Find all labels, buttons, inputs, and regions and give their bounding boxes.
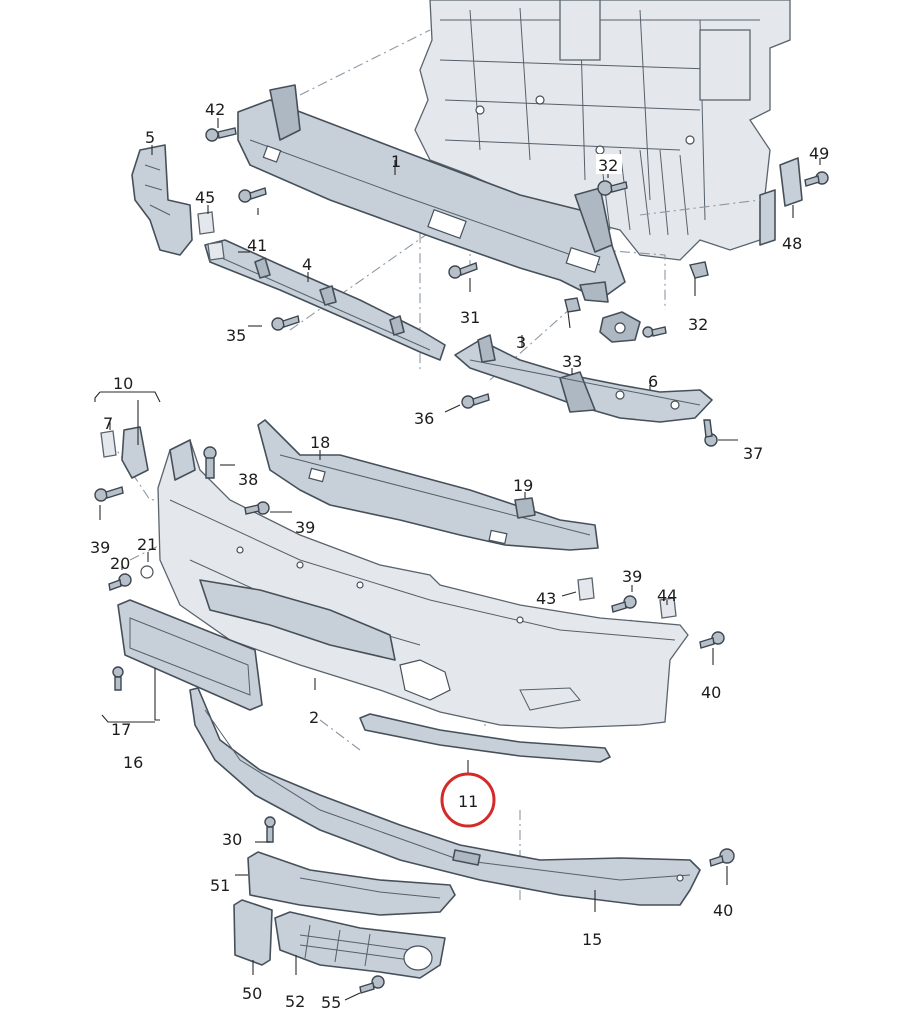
callout-39-left: 39 xyxy=(90,538,110,557)
callout-32-top: 32 xyxy=(598,156,618,175)
part-5-side-bracket xyxy=(131,144,193,256)
part-18-energy-absorber xyxy=(257,419,599,551)
part-11-trim-strip xyxy=(359,713,611,763)
callout-43: 43 xyxy=(536,589,556,608)
callout-45: 45 xyxy=(195,188,215,207)
callout-40-upper: 40 xyxy=(701,683,721,702)
part-1-bumper-reinforcement xyxy=(237,84,626,303)
callout-51: 51 xyxy=(210,876,230,895)
callout-40-lower: 40 xyxy=(713,901,733,920)
callout-35: 35 xyxy=(226,326,246,345)
callout-50: 50 xyxy=(242,984,262,1003)
callout-19: 19 xyxy=(513,476,533,495)
callout-32-right: 32 xyxy=(688,315,708,334)
callout-41: 41 xyxy=(247,236,267,255)
callout-10: 10 xyxy=(113,374,133,393)
callout-11: 11 xyxy=(458,792,478,811)
callout-6: 6 xyxy=(648,372,658,391)
callout-2: 2 xyxy=(309,708,319,727)
callout-31: 31 xyxy=(460,308,480,327)
callout-16: 16 xyxy=(123,753,143,772)
callout-42: 42 xyxy=(205,100,225,119)
callout-39-right: 39 xyxy=(622,567,642,586)
callout-49: 49 xyxy=(809,144,829,163)
callout-36: 36 xyxy=(414,409,434,428)
part-3-6-right-brackets xyxy=(454,334,713,423)
leader-lines xyxy=(94,118,821,1001)
callout-18: 18 xyxy=(310,433,330,452)
callout-44: 44 xyxy=(657,586,677,605)
lock-carrier-assembly xyxy=(414,0,791,261)
part-2-bumper-cover xyxy=(157,439,689,729)
callout-30: 30 xyxy=(222,830,242,849)
callout-1: 1 xyxy=(391,152,401,171)
callout-33: 33 xyxy=(562,352,582,371)
callout-37: 37 xyxy=(743,444,763,463)
parts-50-51-52-grilles xyxy=(233,851,456,979)
callout-38: 38 xyxy=(238,470,258,489)
callout-3: 3 xyxy=(516,333,526,352)
fasteners xyxy=(94,127,829,994)
callout-15: 15 xyxy=(582,930,602,949)
callout-5: 5 xyxy=(145,128,155,147)
callout-20: 20 xyxy=(110,554,130,573)
callout-7: 7 xyxy=(103,414,113,433)
callout-55: 55 xyxy=(321,993,341,1012)
callout-4: 4 xyxy=(302,255,312,274)
callout-17: 17 xyxy=(111,720,131,739)
part-15-spoiler xyxy=(189,687,701,906)
part-16-number-plate-holder xyxy=(117,599,263,711)
highlight-circle-11 xyxy=(440,772,496,828)
callout-52: 52 xyxy=(285,992,305,1011)
part-4-carrier-strip xyxy=(204,239,446,361)
callout-numbers: 1 2 3 4 5 6 7 10 11 15 16 17 18 19 20 21… xyxy=(90,100,829,1012)
callout-48: 48 xyxy=(782,234,802,253)
callout-39-mid: 39 xyxy=(295,518,315,537)
callout-32-backdrop xyxy=(596,154,622,174)
callout-21: 21 xyxy=(137,535,157,554)
